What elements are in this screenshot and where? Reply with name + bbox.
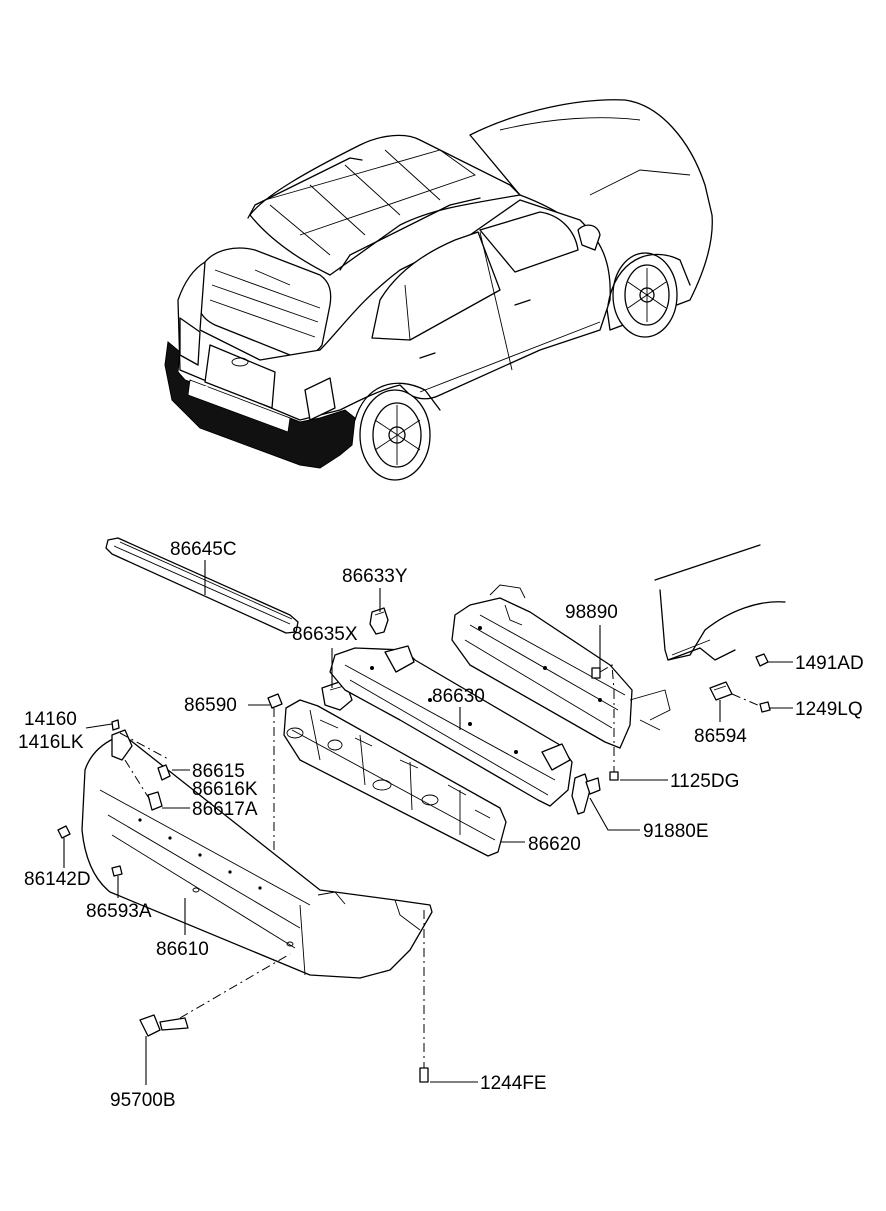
screw-1249LQ [731, 693, 771, 713]
back-beam [329, 645, 573, 807]
bolt-1125DG [609, 690, 619, 781]
parts-illustration [57, 537, 786, 1083]
label-86633Y: 86633Y [342, 566, 408, 587]
label-98890: 98890 [565, 602, 618, 623]
clip-86593A [111, 865, 123, 877]
energy-absorber [283, 699, 507, 857]
bracket-86594 [709, 681, 733, 701]
bumper-cover [81, 737, 433, 979]
label-86635X: 86635X [292, 624, 358, 645]
bracket-86633Y [369, 607, 389, 635]
label-86594: 86594 [694, 726, 747, 747]
screw-1244FE [419, 910, 429, 1083]
label-86590: 86590 [184, 695, 237, 716]
rear-body-panel [451, 584, 671, 749]
part-labels: 86645C 86633Y 98890 86635X 1491AD 86590 … [18, 539, 864, 1111]
label-86645C: 86645C [170, 539, 237, 560]
garnish-strip [105, 537, 299, 634]
label-86610: 86610 [156, 939, 209, 960]
bolt-98890 [591, 664, 615, 691]
label-1244FE: 1244FE [480, 1073, 547, 1094]
label-86593A: 86593A [86, 901, 152, 922]
label-86630: 86630 [432, 686, 485, 707]
label-86617A: 86617A [192, 799, 258, 820]
label-1125DG: 1125DG [670, 771, 739, 792]
label-86142D: 86142D [24, 869, 91, 890]
connector-91880E [571, 773, 601, 815]
label-1249LQ: 1249LQ [795, 699, 863, 720]
leader-lines [63, 560, 793, 1085]
fender-edge [654, 544, 786, 661]
vehicle-illustration [164, 99, 713, 481]
fastener-14160 [111, 719, 120, 731]
bumper-side-brackets [111, 729, 171, 811]
label-86616K: 86616K [192, 779, 258, 800]
label-91880E: 91880E [643, 821, 709, 842]
label-95700B: 95700B [110, 1090, 176, 1111]
label-86620: 86620 [528, 834, 581, 855]
parking-sensor [139, 953, 291, 1037]
screw-86142D [57, 825, 71, 839]
label-14160: 14160 [24, 709, 77, 730]
label-1416LK: 1416LK [18, 732, 84, 753]
label-1491AD: 1491AD [795, 653, 864, 674]
label-86615: 86615 [192, 761, 245, 782]
nut-1491AD [755, 653, 769, 667]
